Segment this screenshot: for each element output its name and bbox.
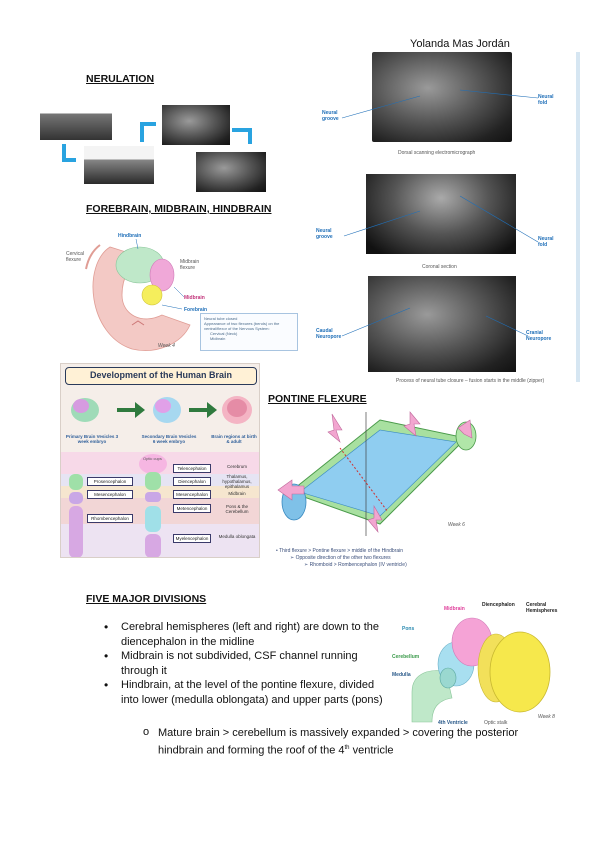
sem-bottom-caption: Process of neural tube closure – fusion … [396, 378, 545, 384]
pontine-notes: • Third flexure > Pontine flexure > midd… [276, 548, 526, 569]
div-optic-label: Optic stalk [484, 720, 508, 726]
dev-region-medulla: Medulla oblongata [218, 534, 256, 539]
embryo-midbrain-flexure-label: Midbrain flexure [180, 259, 200, 271]
dev-region-midbrain: Midbrain [228, 491, 246, 496]
sem-panel: Neural groove Neural fold Dorsal scannin… [300, 46, 580, 391]
dev-col3-label: Brain regions at birth & adult [211, 434, 257, 444]
div-medulla-label: Medulla [392, 672, 411, 678]
bullet-item: Hindbrain, at the level of the pontine f… [104, 678, 394, 707]
div-week-label: Week 8 [538, 714, 555, 720]
sem-bottom-left-label: Caudal Neuropore [316, 328, 342, 340]
sem-top-left-label: Neural groove [322, 110, 339, 122]
five-divisions-figure: Midbrain Diencephalon Cerebral Hemispher… [392, 602, 568, 730]
sem-top-right-label: Neural fold [538, 94, 554, 106]
embryo-week-label: Week 4 [158, 343, 175, 349]
divisions-bullet-list: Cerebral hemispheres (left and right) ar… [104, 620, 394, 707]
embryo-diagram: Hindbrain Cervical flexure Midbrain flex… [62, 225, 302, 357]
dev-secondary-metencephalon: Metencephalon [173, 504, 211, 513]
heading-five-divisions: FIVE MAJOR DIVISIONS [86, 593, 207, 605]
embryo-note: Midbrain [210, 336, 226, 341]
dev-region-pons: Pons & the Cerebellum [225, 504, 249, 514]
bullet-item: Cerebral hemispheres (left and right) ar… [104, 620, 394, 649]
div-cerebellum-label: Cerebellum [392, 654, 420, 660]
embryo-hindbrain-label: Hindbrain [118, 233, 142, 239]
embryo-note: Neural tube closed [204, 316, 238, 321]
sem-middle-right-label: Neural fold [538, 236, 554, 248]
embryo-notes: Neural tube closed Appearance of two fle… [200, 313, 298, 351]
dev-secondary-telencephalon: Telencephalon [173, 464, 211, 473]
neurulation-image-3 [162, 105, 230, 145]
heading-pontine: PONTINE FLEXURE [268, 393, 367, 405]
author-name: Yolanda Mas Jordán [410, 38, 510, 50]
div-pons-label: Pons [402, 626, 415, 632]
dev-optic-label: Optic cups [143, 456, 162, 461]
dev-primary-mesencephalon: Mesencephalon [87, 490, 133, 499]
div-cerebral-label: Cerebral Hemispheres [526, 602, 558, 614]
embryo-note: Cervical (Neck) [210, 331, 238, 336]
sub-bullet-marker: o [143, 726, 150, 738]
pontine-week-label: Week 6 [448, 522, 465, 528]
dev-chart-title: Development of the Human Brain [65, 367, 257, 385]
dev-primary-rhombencephalon: Rhombencephalon [87, 514, 133, 523]
neurulation-image-1 [40, 102, 112, 140]
sem-middle-caption: Coronal section [422, 264, 457, 270]
div-ventricle-label: 4th Ventricle [438, 720, 468, 726]
bullet-item: Midbrain is not subdivided, CSF channel … [104, 649, 394, 678]
dev-col2-label: Secondary Brain Vesicles 6 week embryo [141, 434, 197, 444]
dev-primary-prosencephalon: Prosencephalon [87, 477, 133, 486]
dev-col1-label: Primary Brain Vesicles 3 week embryo [65, 434, 119, 444]
pontine-note: • Third flexure > Pontine flexure > midd… [276, 548, 404, 554]
embryo-note: Appearance of two flexures (bends) on th… [204, 321, 280, 331]
heading-forebrain: FOREBRAIN, MIDBRAIN, HINDBRAIN [86, 203, 272, 215]
heading-neurulation: NERULATION [86, 73, 155, 85]
embryo-midbrain-label: Midbrain [184, 295, 205, 301]
neurulation-arrows [62, 122, 252, 162]
sem-top-caption: Dorsal scanning electromicrograph [398, 150, 476, 156]
dev-region-cerebrum: Cerebrum [226, 464, 247, 469]
div-midbrain-label: Midbrain [444, 606, 465, 612]
dev-secondary-diencephalon: Diencephalon [173, 477, 211, 486]
neurulation-image-2 [84, 146, 154, 184]
pontine-note: ➢ Rhomboid > Rombencephalon (IV ventricl… [304, 562, 407, 568]
dev-secondary-mesencephalon: Mesencephalon [173, 490, 211, 499]
div-diencephalon-label: Diencephalon [482, 602, 515, 608]
sem-middle-left-label: Neural groove [316, 228, 333, 240]
sub-bullet-text: Mature brain > cerebellum is massively e… [158, 727, 519, 757]
embryo-forebrain-label: Forebrain [184, 307, 208, 313]
sem-bottom-right-label: Cranial Neuropore [526, 330, 552, 342]
pontine-flexure-figure: Week 6 [270, 408, 482, 540]
pontine-note: ➢ Opposite direction of the other two fl… [290, 555, 391, 561]
embryo-cervical-label: Cervical flexure [66, 251, 85, 263]
development-human-brain-chart: Development of the Human Brain Primary B… [60, 363, 260, 558]
dev-region-thalamus: Thalamus, hypothalamus, epithalamus [222, 474, 252, 489]
neurulation-image-4 [196, 152, 266, 192]
dev-secondary-myelencephalon: Myelencephalon [173, 534, 211, 543]
